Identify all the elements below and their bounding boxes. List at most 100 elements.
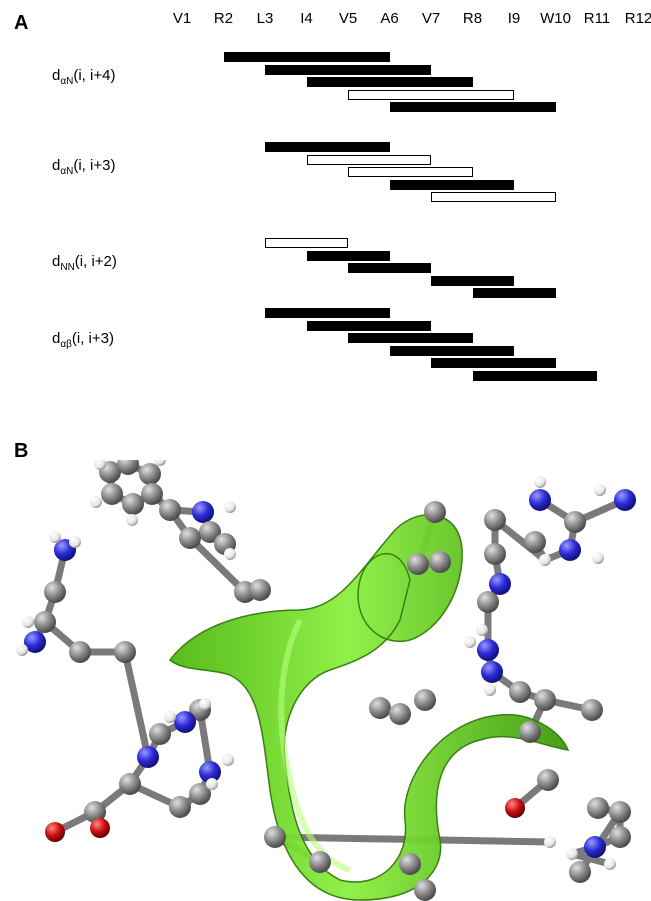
- carbon-atom: [44, 581, 66, 603]
- carbon-atom: [34, 611, 56, 633]
- residue-label: R12: [624, 10, 651, 27]
- nitrogen-atom: [174, 711, 196, 733]
- oxygen-atom: [505, 798, 525, 818]
- carbon-atom: [189, 783, 211, 805]
- noe-bar: [472, 370, 597, 381]
- hydrogen-atom: [222, 754, 234, 766]
- panel-a-label: A: [14, 12, 29, 34]
- connectivity-row-label: dαN(i, i+3): [52, 157, 116, 178]
- noe-bar: [306, 320, 431, 331]
- noe-bar: [348, 89, 514, 100]
- connectivity-row-label: dαβ(i, i+3): [52, 329, 114, 350]
- noe-bar: [431, 275, 514, 286]
- hydrogen-atom: [566, 848, 578, 860]
- residue-label: W10: [540, 10, 571, 27]
- hydrogen-atom: [49, 531, 61, 543]
- carbon-atom: [429, 551, 451, 573]
- bond: [186, 534, 249, 596]
- carbon-atom: [169, 796, 191, 818]
- nitrogen-atom: [137, 746, 159, 768]
- carbon-atom: [477, 591, 499, 613]
- carbon-atom: [179, 527, 201, 549]
- carbon-atom: [264, 826, 286, 848]
- nitrogen-atom: [559, 539, 581, 561]
- residue-label: V7: [421, 10, 441, 27]
- carbon-atom: [309, 851, 331, 873]
- carbon-atom: [117, 460, 139, 475]
- noe-bar: [389, 179, 514, 190]
- nitrogen-atom: [481, 661, 503, 683]
- hydrogen-atom: [22, 616, 34, 628]
- carbon-atom: [69, 641, 91, 663]
- nitrogen-atom: [529, 489, 551, 511]
- hydrogen-atom: [126, 514, 138, 526]
- carbon-atom: [139, 463, 161, 485]
- oxygen-atom: [90, 818, 110, 838]
- nitrogen-atom: [192, 501, 214, 523]
- hydrogen-atom: [604, 858, 616, 870]
- residue-label: V1: [172, 10, 192, 27]
- carbon-atom: [414, 689, 436, 711]
- noe-bar: [265, 64, 431, 75]
- residue-label: I9: [507, 10, 521, 27]
- noe-bar: [389, 102, 556, 112]
- nitrogen-atom: [584, 836, 606, 858]
- hydrogen-atom: [206, 778, 218, 790]
- hydrogen-atom: [539, 554, 551, 566]
- bond: [121, 648, 152, 761]
- noe-bar: [306, 154, 431, 165]
- residue-label: R8: [462, 10, 483, 27]
- carbon-atom: [84, 801, 106, 823]
- hydrogen-atom: [224, 501, 236, 513]
- carbon-atom: [122, 493, 144, 515]
- carbon-atom: [509, 681, 531, 703]
- noe-bar: [223, 52, 390, 62]
- carbon-atom: [149, 723, 171, 745]
- carbon-atom: [414, 879, 436, 901]
- residue-label: L3: [256, 10, 274, 27]
- carbon-atom: [141, 483, 163, 505]
- nitrogen-atom: [614, 489, 636, 511]
- noe-bar: [306, 77, 473, 87]
- noe-bar: [306, 250, 390, 261]
- carbon-atom: [249, 579, 271, 601]
- connectivity-row-label: dNN(i, i+2): [52, 253, 117, 274]
- hydrogen-atom: [164, 711, 176, 723]
- hydrogen-atom: [484, 684, 496, 696]
- noe-bar: [265, 308, 390, 318]
- carbon-atom: [587, 797, 609, 819]
- carbon-atom: [484, 509, 506, 531]
- residue-label: R11: [583, 10, 611, 27]
- carbon-atom: [609, 826, 631, 848]
- nitrogen-atom: [489, 573, 511, 595]
- carbon-atom: [119, 773, 141, 795]
- carbon-atom: [407, 553, 429, 575]
- carbon-atom: [424, 501, 446, 523]
- noe-bar: [431, 192, 556, 202]
- peptide-structure-model: [16, 460, 636, 901]
- carbon-atom: [101, 483, 123, 505]
- atoms: [16, 460, 636, 901]
- noe-bar: [431, 358, 556, 368]
- oxygen-atom: [45, 822, 65, 842]
- carbon-atom: [569, 861, 591, 883]
- noe-bar: [472, 288, 556, 298]
- carbon-atom: [609, 801, 631, 823]
- hydrogen-atom: [594, 484, 606, 496]
- hydrogen-atom: [199, 698, 211, 710]
- residue-label: R2: [213, 10, 234, 27]
- residue-label: V5: [338, 10, 358, 27]
- carbon-atom: [159, 499, 181, 521]
- hydrogen-atom: [90, 496, 102, 508]
- noe-bar: [265, 142, 390, 152]
- hydrogen-atom: [544, 836, 556, 848]
- noe-bar: [348, 333, 473, 343]
- carbon-atom: [484, 543, 506, 565]
- noe-bar: [265, 238, 348, 248]
- nitrogen-atom: [477, 639, 499, 661]
- noe-bar: [389, 345, 514, 356]
- connectivity-row-label: dαN(i, i+4): [52, 67, 116, 88]
- residue-label: I4: [300, 10, 313, 27]
- hydrogen-atom: [69, 536, 81, 548]
- nitrogen-atom: [199, 761, 221, 783]
